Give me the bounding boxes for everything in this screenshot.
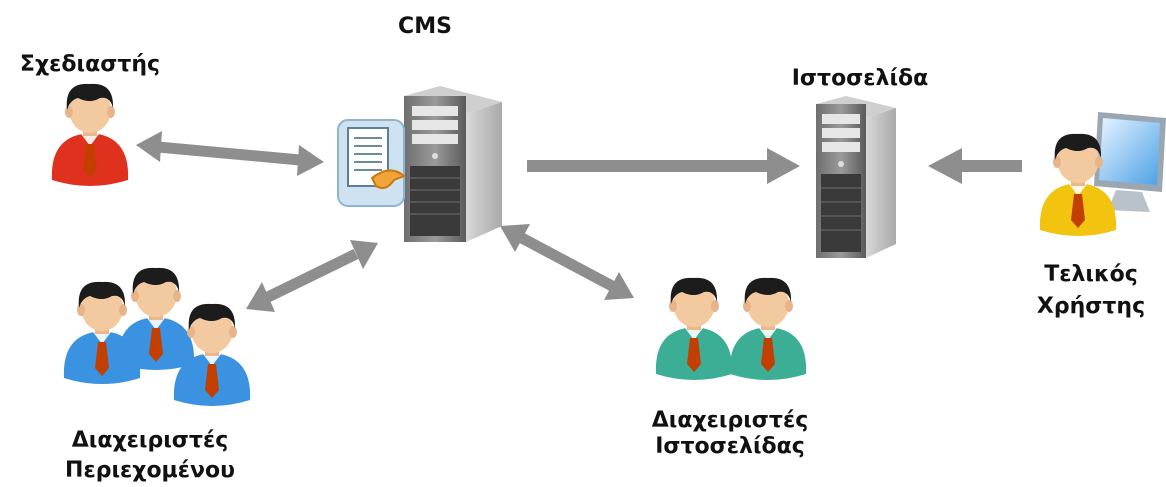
document-icon bbox=[337, 119, 406, 207]
designer-person-icon bbox=[51, 83, 129, 186]
cms-website-arrow bbox=[527, 148, 800, 184]
end-user-label-line2: Χρήστης bbox=[1036, 294, 1146, 319]
designer-label: Σχεδιαστής bbox=[0, 52, 180, 78]
site-manager-person-icon bbox=[655, 277, 733, 380]
end-user-label: Τελικός Χρήστης bbox=[1016, 262, 1166, 320]
designer-label-text: Σχεδιαστής bbox=[19, 52, 161, 77]
cms-content-managers-arrow bbox=[246, 240, 378, 312]
content-managers-group-icon bbox=[63, 267, 251, 406]
site-managers-label-line1: Διαχειριστές bbox=[651, 408, 809, 433]
site-managers-label-line2: Ιστοσελίδας bbox=[655, 434, 805, 459]
site-managers-group-icon bbox=[655, 277, 807, 380]
website-label: Ιστοσελίδα bbox=[770, 66, 950, 92]
arrows bbox=[136, 131, 1022, 312]
content-managers-label-line1: Διαχειριστές bbox=[71, 428, 229, 453]
website-label-text: Ιστοσελίδα bbox=[791, 66, 929, 91]
end-user-label-line1: Τελικός bbox=[1044, 262, 1138, 287]
site-manager-person-icon bbox=[729, 277, 807, 380]
website-server-icon bbox=[816, 96, 896, 258]
monitor-icon bbox=[1094, 112, 1166, 212]
enduser-website-arrow bbox=[928, 148, 1022, 184]
content-manager-person-icon bbox=[117, 267, 195, 370]
designer-cms-arrow bbox=[136, 131, 324, 176]
cms-label-text: CMS bbox=[398, 14, 452, 39]
content-managers-label: Διαχειριστές Περιεχομένου bbox=[40, 428, 260, 484]
cms-server-icon bbox=[404, 86, 502, 242]
content-managers-label-line2: Περιεχομένου bbox=[65, 458, 235, 483]
site-managers-label: Διαχειριστές Ιστοσελίδας bbox=[620, 408, 840, 460]
cms-site-managers-arrow bbox=[500, 224, 634, 300]
cms-label: CMS bbox=[380, 14, 470, 40]
